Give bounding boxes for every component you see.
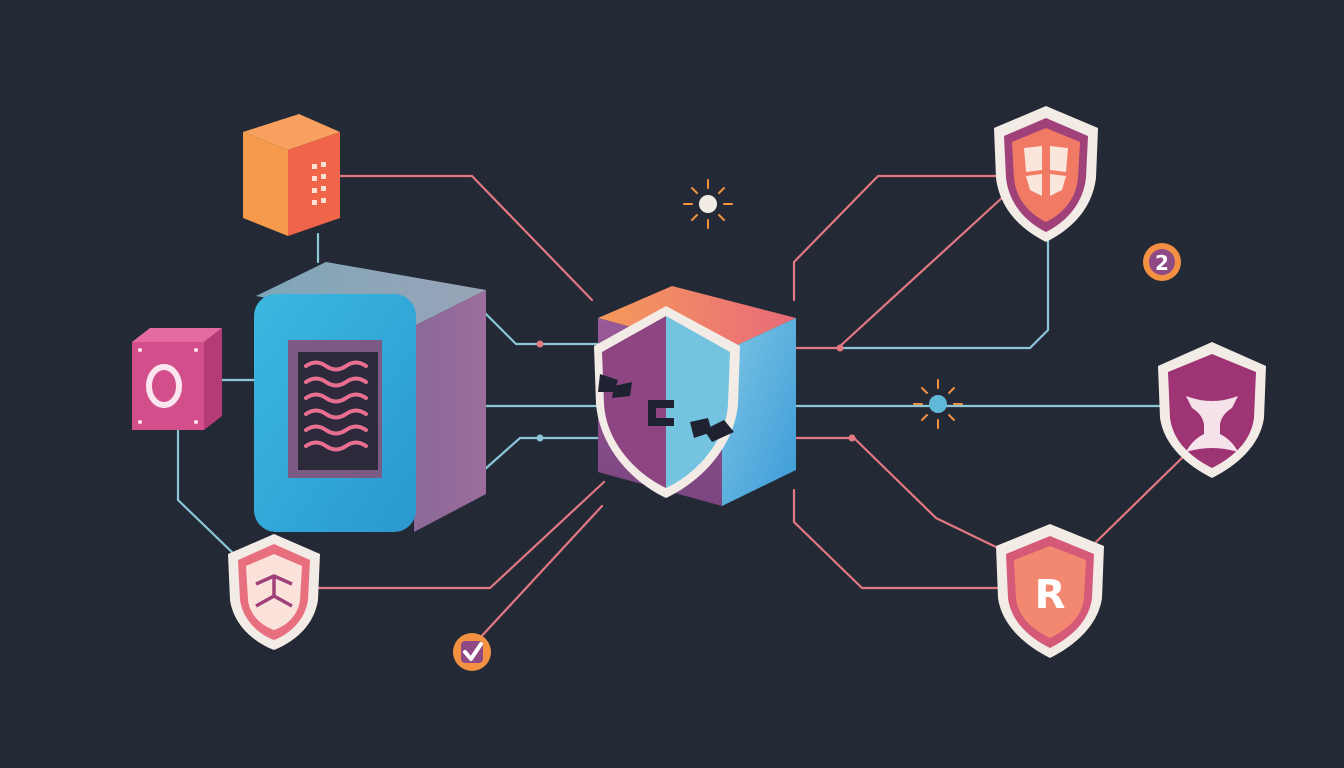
- connector-dot: [848, 434, 856, 442]
- spark-icon: [913, 379, 963, 429]
- connector-dot: [536, 434, 544, 442]
- ring-icon: [138, 348, 198, 424]
- shield-bottom-left[interactable]: [228, 534, 320, 650]
- link-central-shield-tr-2: [794, 194, 1006, 350]
- link-central-shield-tr-1: [792, 174, 998, 302]
- link-maincube-central-3: [482, 436, 602, 472]
- link-topbox-central: [338, 174, 594, 302]
- shield-glyph: R: [1035, 572, 1066, 618]
- spark-icon: [683, 179, 733, 229]
- link-shield-tr-central: [840, 238, 1050, 350]
- shield-bottom-right[interactable]: R: [996, 524, 1104, 658]
- link-maincube-central-1: [482, 310, 602, 346]
- server-icon: [312, 162, 326, 205]
- connector-dot: [836, 344, 844, 352]
- shield-icon: [594, 306, 740, 498]
- link-check-central: [476, 504, 604, 642]
- shield-top-right[interactable]: [994, 106, 1098, 242]
- link-shield-bl-central: [316, 480, 606, 590]
- server-icon: [288, 340, 382, 478]
- count-badge: 2: [1143, 243, 1181, 281]
- side-ring-box[interactable]: [132, 328, 222, 430]
- link-sidebox-shield: [176, 418, 238, 558]
- connector-lines: [176, 174, 1186, 642]
- main-server-cube[interactable]: [254, 262, 486, 532]
- link-central-shield-br: [794, 436, 1000, 550]
- check-badge: [453, 633, 491, 671]
- link-central-shield-br-2: [792, 488, 1002, 590]
- number-badge-icon: 2: [1155, 251, 1169, 275]
- shield-icon: [255, 574, 293, 608]
- shield-mid-right[interactable]: [1158, 342, 1266, 478]
- shield-icon: [1024, 146, 1068, 196]
- shield-icon: [1186, 396, 1238, 452]
- top-server-box[interactable]: [243, 114, 340, 236]
- check-icon: [463, 642, 483, 661]
- connector-dot: [536, 340, 544, 348]
- link-shield-mr-shield-br: [1092, 454, 1186, 546]
- central-security-cube[interactable]: [594, 286, 796, 506]
